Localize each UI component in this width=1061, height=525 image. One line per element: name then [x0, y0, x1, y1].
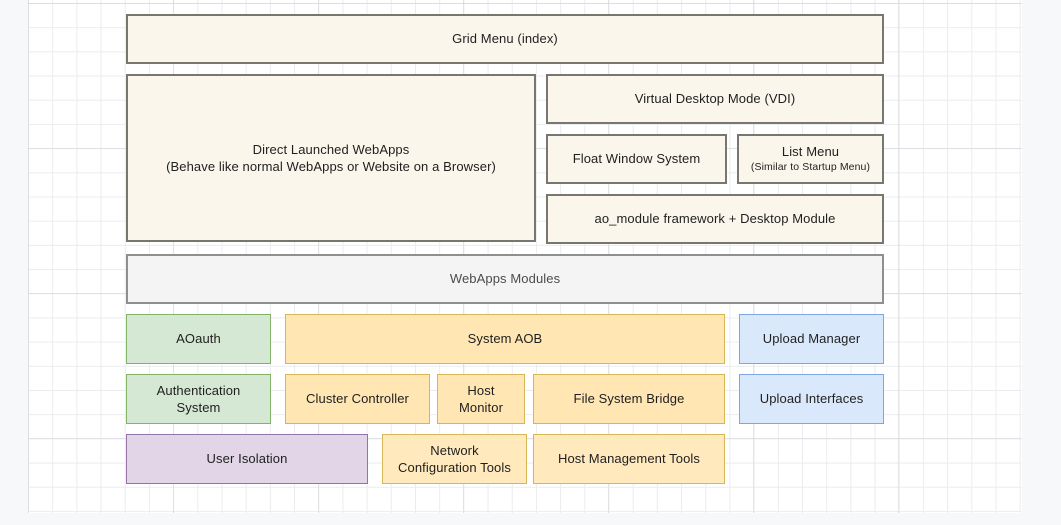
node-host-management-tools-label: Host Management Tools: [558, 450, 700, 467]
node-grid-menu[interactable]: Grid Menu (index): [126, 14, 884, 64]
node-host-management-tools[interactable]: Host Management Tools: [533, 434, 725, 484]
node-webapps-modules[interactable]: WebApps Modules: [126, 254, 884, 304]
node-host-monitor[interactable]: Host Monitor: [437, 374, 525, 424]
node-user-isolation-label: User Isolation: [207, 450, 288, 467]
node-system-aob-label: System AOB: [468, 330, 543, 347]
node-system-aob[interactable]: System AOB: [285, 314, 725, 364]
node-cluster-controller[interactable]: Cluster Controller: [285, 374, 430, 424]
node-float-window-system-label: Float Window System: [573, 150, 701, 167]
node-list-menu-label: List Menu: [782, 143, 839, 160]
node-direct-launched-webapps-label: Direct Launched WebApps (Behave like nor…: [166, 141, 496, 175]
node-upload-manager[interactable]: Upload Manager: [739, 314, 884, 364]
node-ao-module-framework-label: ao_module framework + Desktop Module: [595, 210, 836, 227]
node-virtual-desktop-mode-label: Virtual Desktop Mode (VDI): [635, 90, 796, 107]
node-network-configuration-tools[interactable]: Network Configuration Tools: [382, 434, 527, 484]
node-aoauth-label: AOauth: [176, 330, 221, 347]
node-upload-interfaces-label: Upload Interfaces: [760, 390, 864, 407]
node-authentication-system-label: Authentication System: [157, 382, 241, 416]
node-list-menu[interactable]: List Menu (Similar to Startup Menu): [737, 134, 884, 184]
node-file-system-bridge-label: File System Bridge: [574, 390, 685, 407]
node-network-configuration-tools-label: Network Configuration Tools: [398, 442, 511, 476]
node-cluster-controller-label: Cluster Controller: [306, 390, 409, 407]
node-authentication-system[interactable]: Authentication System: [126, 374, 271, 424]
node-grid-menu-label: Grid Menu (index): [452, 30, 558, 47]
node-ao-module-framework[interactable]: ao_module framework + Desktop Module: [546, 194, 884, 244]
node-file-system-bridge[interactable]: File System Bridge: [533, 374, 725, 424]
node-float-window-system[interactable]: Float Window System: [546, 134, 727, 184]
node-direct-launched-webapps[interactable]: Direct Launched WebApps (Behave like nor…: [126, 74, 536, 242]
node-webapps-modules-label: WebApps Modules: [450, 270, 560, 287]
node-aoauth[interactable]: AOauth: [126, 314, 271, 364]
node-user-isolation[interactable]: User Isolation: [126, 434, 368, 484]
node-upload-manager-label: Upload Manager: [763, 330, 861, 347]
node-upload-interfaces[interactable]: Upload Interfaces: [739, 374, 884, 424]
node-host-monitor-label: Host Monitor: [459, 382, 503, 416]
node-list-menu-sublabel: (Similar to Startup Menu): [751, 161, 870, 175]
node-virtual-desktop-mode[interactable]: Virtual Desktop Mode (VDI): [546, 74, 884, 124]
